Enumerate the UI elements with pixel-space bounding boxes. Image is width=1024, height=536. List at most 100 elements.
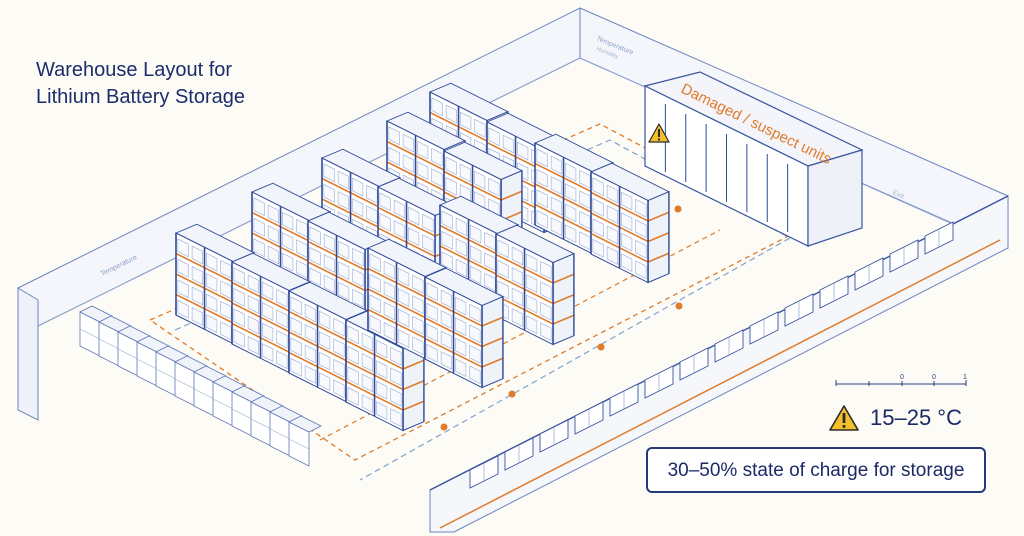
pallet-top	[231, 385, 265, 403]
battery-box	[592, 218, 604, 238]
battery-box	[323, 233, 335, 253]
battery-box	[536, 189, 548, 209]
battery-box	[191, 286, 203, 306]
battery-box	[282, 252, 294, 272]
battery-box	[474, 118, 486, 138]
battery-box	[402, 154, 414, 173]
battery-box	[459, 163, 471, 183]
battery-box	[247, 295, 259, 314]
battery-box	[233, 287, 245, 307]
battery-box	[540, 322, 552, 342]
storage-racks	[174, 82, 671, 432]
battery-box	[233, 328, 245, 348]
battery-box	[497, 280, 509, 300]
pallet-top	[98, 315, 132, 333]
battery-box	[398, 329, 410, 348]
battery-box	[398, 288, 410, 307]
battery-box	[267, 245, 279, 265]
cabinet-doors	[664, 104, 789, 232]
battery-box	[635, 198, 647, 218]
battery-box	[417, 140, 429, 160]
battery-box	[369, 253, 381, 273]
battery-box	[426, 302, 438, 322]
pallet-top	[288, 415, 322, 433]
battery-box	[412, 295, 424, 315]
battery-box	[369, 294, 381, 314]
battery-box	[550, 217, 562, 236]
battery-box	[290, 337, 302, 357]
battery-box	[390, 367, 402, 387]
battery-box	[304, 365, 316, 384]
rack-unit	[589, 162, 671, 284]
pallet-seam	[193, 388, 215, 400]
wall-label-right: Exit	[891, 189, 905, 200]
battery-box	[445, 156, 457, 176]
aisle-markers	[440, 205, 683, 431]
aisle-marker	[674, 205, 682, 213]
pallet-top	[250, 395, 284, 413]
battery-box	[309, 226, 321, 246]
battery-box	[441, 230, 453, 250]
battery-box	[606, 205, 618, 224]
warning-triangle-icon	[829, 405, 859, 431]
battery-box	[540, 281, 552, 301]
battery-box	[361, 373, 373, 393]
battery-box	[376, 401, 388, 420]
battery-box	[290, 296, 302, 316]
battery-box	[282, 232, 294, 251]
pallet-row	[79, 305, 322, 467]
battery-box	[191, 266, 203, 285]
battery-box	[412, 336, 424, 356]
temperature-value: 15–25 °C	[870, 405, 962, 430]
battery-box	[379, 192, 391, 212]
pallet-top	[269, 405, 303, 423]
battery-box	[267, 204, 279, 224]
battery-box	[517, 141, 529, 161]
battery-box	[526, 315, 538, 334]
rack-unit	[287, 281, 369, 403]
battery-box	[431, 168, 443, 188]
battery-box	[247, 336, 259, 355]
charge-note-text: 30–50% state of charge for storage	[667, 460, 965, 481]
pallet-top	[117, 325, 151, 343]
battery-box	[304, 303, 316, 323]
battery-box	[233, 267, 245, 287]
scale-bar: 0 0 1	[835, 374, 967, 386]
battery-box	[276, 309, 288, 329]
battery-box	[565, 203, 577, 223]
battery-box	[550, 176, 562, 195]
battery-box	[526, 294, 538, 314]
battery-box	[347, 325, 359, 345]
battery-box	[319, 310, 331, 330]
battery-box	[488, 127, 500, 147]
battery-box	[511, 308, 523, 327]
battery-box	[474, 170, 486, 190]
pallet-seam	[155, 368, 177, 380]
pallet-seam	[212, 398, 234, 410]
battery-box	[376, 380, 388, 400]
rack-unit	[344, 310, 426, 432]
battery-box	[412, 274, 424, 294]
battery-box	[361, 394, 373, 413]
battery-box	[469, 324, 481, 344]
left-end-wall	[17, 287, 39, 421]
battery-box	[376, 339, 388, 359]
battery-box	[497, 259, 509, 279]
pallet-top	[155, 345, 189, 363]
aisle-marker	[597, 343, 605, 351]
battery-box	[319, 331, 331, 350]
battery-box	[426, 282, 438, 302]
battery-box	[390, 408, 402, 428]
rack-unit	[423, 267, 505, 389]
battery-box	[511, 287, 523, 307]
battery-box	[511, 267, 523, 286]
battery-box	[540, 260, 552, 280]
aisle-marker	[508, 390, 516, 398]
battery-box	[460, 111, 472, 131]
pallet-top	[174, 355, 208, 373]
battery-box	[606, 184, 618, 204]
battery-box	[441, 210, 453, 230]
battery-box	[309, 246, 321, 266]
pallet-top	[212, 375, 246, 393]
